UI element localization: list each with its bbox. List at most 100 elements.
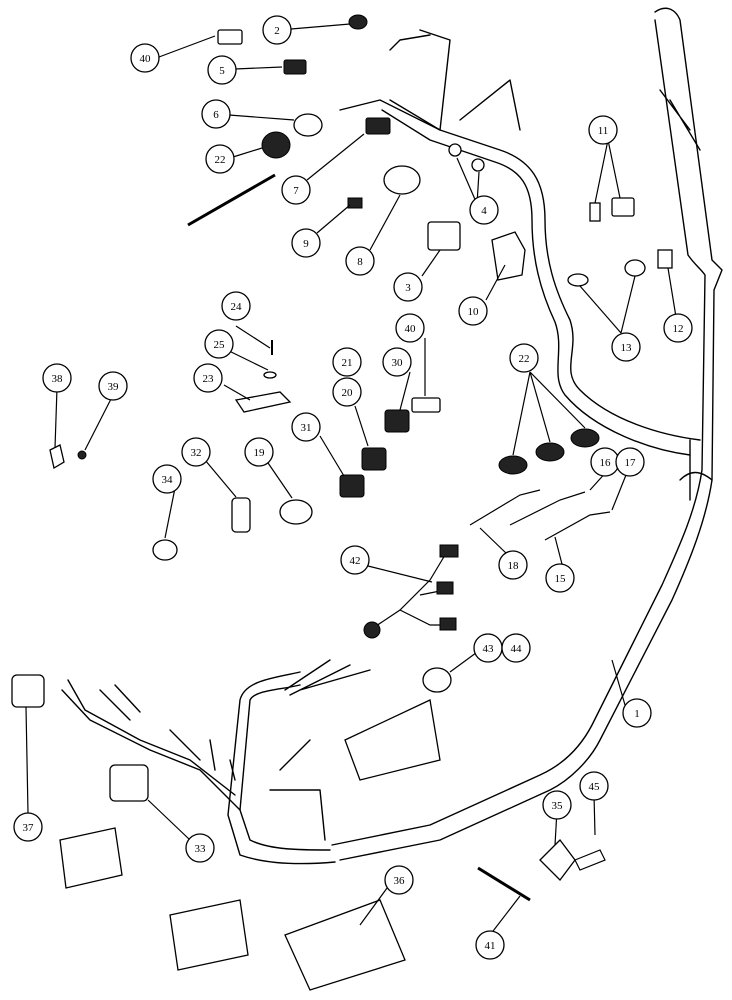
callout-4: 4 — [469, 195, 499, 225]
pigtail-18 — [469, 489, 541, 526]
callout-34: 34 — [152, 464, 182, 494]
callout-41: 41 — [475, 930, 505, 960]
svg-text:9: 9 — [303, 238, 309, 250]
callout-39: 39 — [98, 371, 128, 401]
svg-text:10: 10 — [468, 306, 480, 318]
callout-45: 45 — [579, 771, 609, 801]
svg-text:42: 42 — [350, 555, 361, 567]
bracket-23 — [234, 391, 292, 413]
callout-38: 38 — [42, 363, 72, 393]
svg-text:25: 25 — [214, 339, 226, 351]
rocker-7 — [365, 117, 391, 135]
fuse-block — [344, 699, 441, 781]
svg-text:40: 40 — [405, 323, 417, 335]
callout-33: 33 — [185, 833, 215, 863]
svg-text:12: 12 — [673, 323, 684, 335]
svg-text:22: 22 — [215, 154, 226, 166]
callout-6: 6 — [201, 99, 231, 129]
callout-1: 1 — [622, 698, 652, 728]
callout-23: 23 — [193, 363, 223, 393]
callout-17: 17 — [615, 447, 645, 477]
callout-16: 16 — [590, 447, 620, 477]
svg-text:20: 20 — [342, 387, 354, 399]
ignition-switch-8 — [383, 165, 421, 195]
callout-40-mid: 40 — [395, 313, 425, 343]
svg-text:31: 31 — [301, 422, 312, 434]
callout-37: 37 — [13, 812, 43, 842]
switch-40-top — [217, 29, 243, 45]
svg-text:33: 33 — [195, 843, 207, 855]
callout-21: 21 — [332, 347, 362, 377]
tool-41 — [477, 866, 531, 902]
callout-9: 9 — [291, 228, 321, 258]
callout-36: 36 — [384, 865, 414, 895]
svg-text:6: 6 — [213, 109, 219, 121]
relay-3 — [427, 221, 461, 251]
svg-text:34: 34 — [162, 474, 174, 486]
svg-text:37: 37 — [23, 822, 35, 834]
svg-text:41: 41 — [485, 940, 496, 952]
washer-25 — [263, 371, 277, 379]
relay-block-a — [59, 827, 123, 889]
socket-34 — [152, 539, 178, 561]
callout-8: 8 — [345, 246, 375, 276]
callout-35: 35 — [542, 790, 572, 820]
svg-text:40: 40 — [140, 53, 152, 65]
callout-24: 24 — [221, 291, 251, 321]
callout-5: 5 — [207, 55, 237, 85]
pigtail-16 — [509, 491, 586, 526]
svg-text:36: 36 — [394, 875, 406, 887]
parts — [11, 14, 673, 991]
rocker-5 — [283, 59, 307, 75]
cable-tie — [187, 173, 276, 227]
sensor-12 — [657, 249, 673, 269]
grommet-43 — [422, 667, 452, 693]
svg-text:13: 13 — [621, 342, 633, 354]
harness-42-plug — [363, 621, 381, 639]
lens-22a — [498, 455, 528, 475]
svg-text:44: 44 — [511, 643, 523, 655]
part-11b — [611, 197, 635, 217]
callout-43: 43 — [473, 633, 503, 663]
switch-19 — [279, 499, 313, 525]
callout-25: 25 — [204, 329, 234, 359]
leader-lines — [25, 23, 677, 936]
svg-text:3: 3 — [405, 282, 411, 294]
svg-text:1: 1 — [634, 708, 640, 720]
relay-block-b — [169, 899, 249, 971]
svg-text:5: 5 — [219, 65, 225, 77]
svg-text:4: 4 — [481, 205, 487, 217]
callout-15: 15 — [545, 563, 575, 593]
svg-text:19: 19 — [254, 447, 266, 459]
svg-text:22: 22 — [519, 353, 530, 365]
callout-19: 19 — [244, 437, 274, 467]
cover-36 — [284, 899, 406, 991]
callout-18: 18 — [498, 550, 528, 580]
svg-text:7: 7 — [293, 185, 299, 197]
switch-32 — [231, 497, 251, 533]
svg-text:16: 16 — [600, 457, 612, 469]
callout-30: 30 — [382, 347, 412, 377]
svg-text:45: 45 — [589, 781, 601, 793]
pin-45 — [574, 849, 606, 871]
svg-text:21: 21 — [342, 357, 353, 369]
callout-2: 2 — [262, 15, 292, 45]
sensor-13b — [624, 259, 646, 277]
svg-text:24: 24 — [231, 301, 243, 313]
callout-22-right: 22 — [509, 343, 539, 373]
sensor-13a — [567, 273, 589, 287]
main-harness — [61, 7, 723, 865]
callout-20: 20 — [332, 377, 362, 407]
svg-text:18: 18 — [508, 560, 520, 572]
svg-text:30: 30 — [392, 357, 404, 369]
nut-39 — [77, 450, 87, 460]
callout-3: 3 — [393, 272, 423, 302]
svg-text:38: 38 — [52, 373, 64, 385]
harness-42-conn-c — [439, 617, 457, 631]
callout-11: 11 — [588, 115, 618, 145]
svg-text:8: 8 — [357, 256, 363, 268]
callout-44: 44 — [501, 633, 531, 663]
svg-text:11: 11 — [598, 125, 609, 137]
callout-22-left: 22 — [205, 144, 235, 174]
relay-33 — [109, 764, 149, 802]
